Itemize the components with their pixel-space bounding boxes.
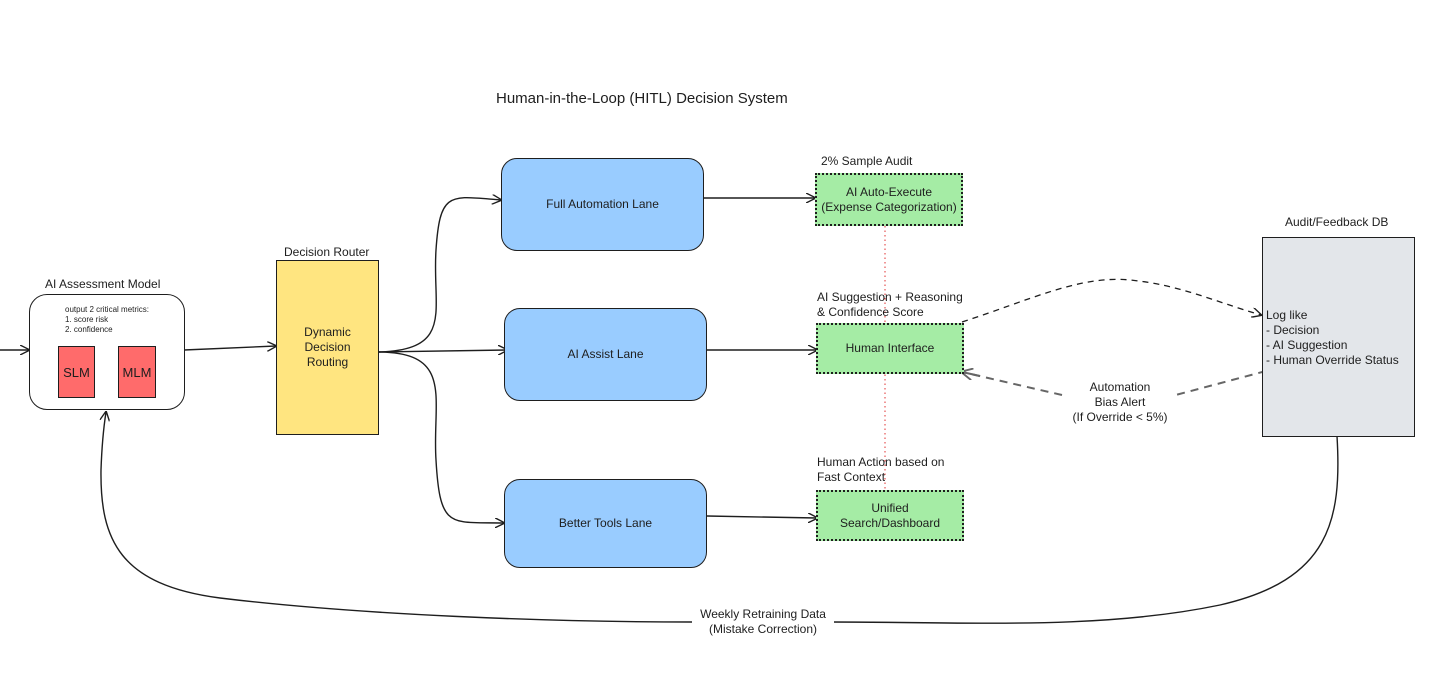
human-interface-box: Human Interface bbox=[816, 323, 964, 374]
arrow-router-to-assist-lane bbox=[377, 350, 507, 352]
mlm-box: MLM bbox=[118, 346, 156, 398]
arrow-router-to-full-lane bbox=[377, 198, 501, 353]
slm-box: SLM bbox=[58, 346, 95, 398]
arrow-model-to-router bbox=[183, 346, 276, 350]
audit-db-label: Audit/Feedback DB bbox=[1285, 215, 1389, 229]
metrics-note: output 2 critical metrics: 1. score risk… bbox=[65, 305, 150, 334]
audit-db-box: Log like - Decision - AI Suggestion - Hu… bbox=[1262, 237, 1415, 437]
assessment-model-box bbox=[29, 294, 185, 410]
decision-router-label: Decision Router bbox=[284, 245, 370, 259]
ai-assist-lane: AI Assist Lane bbox=[504, 308, 707, 401]
assessment-model-label: AI Assessment Model bbox=[45, 277, 161, 291]
arrow-human-to-db bbox=[961, 278, 1261, 323]
sample-audit-label: 2% Sample Audit bbox=[821, 154, 913, 168]
unified-search-box: Unified Search/Dashboard bbox=[816, 490, 964, 541]
bias-alert-label: Automation Bias Alert (If Override < 5%) bbox=[1066, 380, 1174, 425]
full-automation-lane: Full Automation Lane bbox=[501, 158, 704, 251]
ai-auto-execute-box: AI Auto-Execute (Expense Categorization) bbox=[815, 173, 963, 226]
ai-suggestion-label: AI Suggestion + Reasoning & Confidence S… bbox=[817, 290, 963, 319]
arrow-bias-alert-head bbox=[962, 372, 981, 376]
arrow-router-to-tools-lane bbox=[377, 351, 504, 523]
arrow-retraining-loop bbox=[101, 412, 1339, 624]
arrow-tools-to-search bbox=[706, 516, 817, 518]
retraining-label: Weekly Retraining Data (Mistake Correcti… bbox=[692, 607, 834, 637]
decision-router-box: Dynamic Decision Routing bbox=[276, 260, 379, 435]
human-action-label: Human Action based on Fast Context bbox=[817, 455, 945, 484]
diagram-title: Human-in-the-Loop (HITL) Decision System bbox=[496, 90, 788, 107]
better-tools-lane: Better Tools Lane bbox=[504, 479, 707, 568]
